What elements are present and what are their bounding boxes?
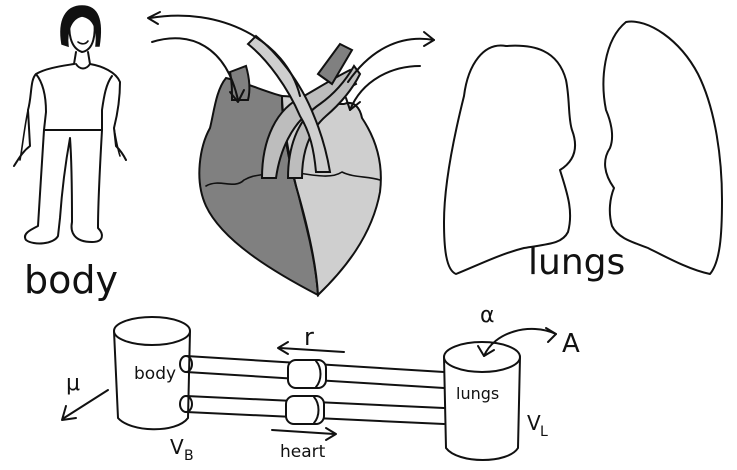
lungs-compartment-label: lungs (456, 384, 499, 403)
lungs-illustration (444, 22, 722, 274)
person-smile (78, 41, 88, 44)
body-volume-label: V (170, 435, 184, 459)
lungs-cylinder-top (444, 342, 520, 372)
metabolism-label: μ (66, 371, 80, 396)
body-volume-subscript: B (184, 448, 194, 464)
lower-pipe (180, 396, 444, 424)
lungs-volume-subscript: L (540, 424, 548, 440)
heart-pump-arrow (272, 430, 334, 434)
atmosphere-label: A (562, 329, 580, 359)
exchange-rate-label: α (480, 303, 495, 328)
lungs-volume-label: V (527, 411, 541, 435)
lower-pipe-end (180, 396, 192, 412)
person-head (69, 18, 94, 52)
heart-illustration (148, 12, 434, 295)
lung-right (603, 22, 722, 274)
lungs-compartment: lungs (444, 342, 520, 460)
person-figure (14, 6, 126, 243)
lungs-caption: lungs (528, 242, 625, 283)
flow-rate-label: r (304, 323, 314, 351)
body-caption: body (24, 258, 118, 302)
exchange-arrow (484, 329, 556, 356)
heart-return-lungs-arrow (350, 66, 420, 110)
person-neck (74, 52, 90, 64)
heart-outflow-lungs-arrow (348, 39, 434, 82)
person-legs (25, 130, 102, 243)
upper-pipe (180, 356, 444, 388)
heart-pump-label: heart (280, 442, 326, 462)
lung-left (444, 46, 575, 274)
body-compartment: body (114, 317, 190, 429)
body-compartment-label: body (134, 364, 176, 384)
body-cylinder-top (114, 317, 190, 345)
